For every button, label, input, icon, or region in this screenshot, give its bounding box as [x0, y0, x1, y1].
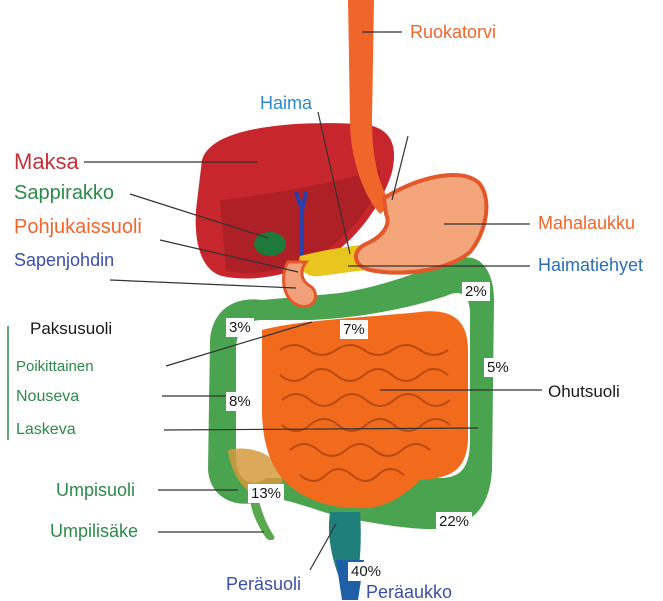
label-laskeva: Laskeva: [16, 422, 76, 438]
label-nouseva: Nouseva: [16, 389, 79, 405]
percent-2: 2%: [462, 282, 490, 301]
label-pohjukaissuoli: Pohjukaissuoli: [14, 217, 142, 237]
label-poikittainen: Poikittainen: [16, 359, 94, 374]
percent-7: 7%: [340, 320, 368, 339]
label-paksusuoli: Paksusuoli: [30, 320, 112, 337]
label-sapenjohdin: Sapenjohdin: [14, 251, 114, 269]
label-maksa: Maksa: [14, 151, 79, 173]
percent-5: 5%: [484, 358, 512, 377]
label-umpilisake: Umpilisäke: [50, 522, 138, 540]
label-perasuoli: Peräsuoli: [226, 575, 301, 593]
label-ohutsuoli: Ohutsuoli: [548, 383, 620, 400]
appendix-shape: [250, 498, 274, 540]
label-ruokatorvi: Ruokatorvi: [410, 23, 496, 41]
percent-40: 40%: [348, 562, 384, 581]
percent-3: 3%: [226, 318, 254, 337]
label-haima: Haima: [260, 94, 312, 112]
label-haimatiehyet: Haimatiehyet: [538, 256, 643, 274]
label-peraaukko: Peräaukko: [366, 583, 452, 601]
percent-22: 22%: [436, 512, 472, 531]
percent-13: 13%: [248, 484, 284, 503]
label-mahalaukku: Mahalaukku: [538, 214, 635, 232]
percent-8: 8%: [226, 392, 254, 411]
label-umpisuoli: Umpisuoli: [56, 481, 135, 499]
label-sappirakko: Sappirakko: [14, 183, 114, 203]
leader-sapenjohdin: [110, 280, 296, 288]
